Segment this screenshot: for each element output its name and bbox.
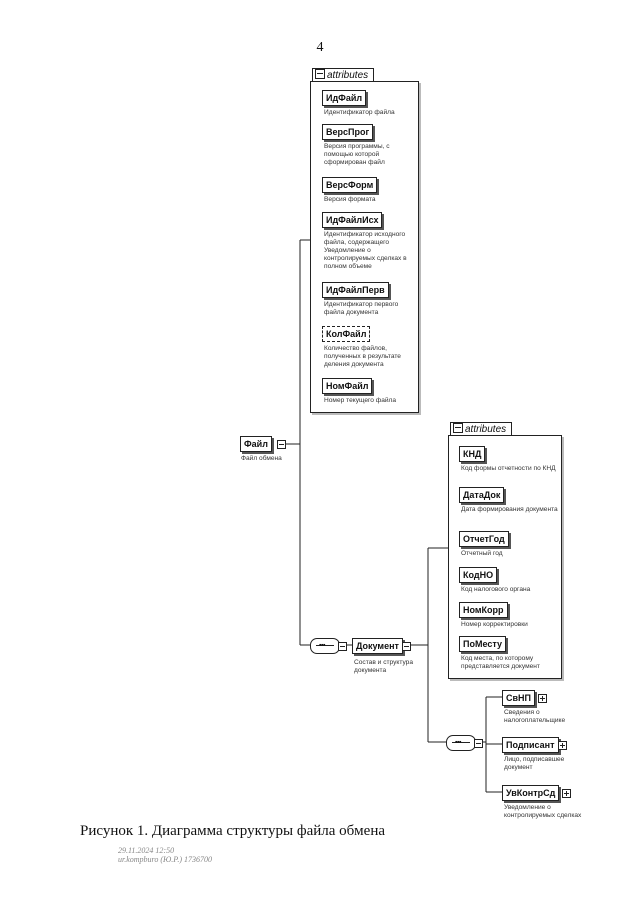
file-attribute-node[interactable]: КолФайл: [322, 326, 371, 342]
collapse-icon[interactable]: [474, 739, 483, 748]
document-attribute-node[interactable]: ДатаДок: [459, 487, 505, 503]
expand-icon[interactable]: [562, 789, 571, 798]
sequence-dots-icon: ▪▪▪: [455, 739, 461, 746]
file-attribute-description: Идентификатор файла: [324, 109, 395, 116]
root-label: Файл: [244, 439, 268, 449]
root-description: Файл обмена: [241, 455, 282, 462]
collapse-icon[interactable]: [402, 642, 411, 651]
collapse-icon[interactable]: [277, 440, 286, 449]
file-attribute-description: Версия формата: [324, 196, 376, 203]
document-attribute-label: ПоМесту: [463, 639, 502, 649]
figure-caption: Рисунок 1. Диаграмма структуры файла обм…: [80, 823, 386, 839]
attributes-label: attributes: [327, 70, 369, 81]
file-attribute-label: ВерсФорм: [326, 180, 374, 190]
file-attribute-label: ИдФайл: [326, 93, 363, 103]
file-attribute-description: Количество файлов, полученных в результа…: [324, 345, 401, 368]
child-element-node[interactable]: СвНП: [502, 690, 536, 706]
child-element-description: Сведения о налогоплательщике: [504, 709, 566, 724]
sequence-icon: ▪▪▪: [446, 735, 476, 751]
child-element-label: СвНП: [506, 693, 532, 703]
file-attributes-tab: attributes: [312, 68, 375, 81]
file-attribute-node[interactable]: ВерсПрог: [322, 124, 374, 140]
child-element-label: Подписант: [506, 740, 555, 750]
attributes-label: attributes: [465, 424, 507, 435]
file-attribute-description: Идентификатор первого файла документа: [324, 301, 399, 316]
child-element-node[interactable]: Подписант: [502, 737, 559, 753]
child-element-description: Лицо, подписавшее документ: [504, 756, 565, 771]
child-element-description: Уведомление о контролируемых сделках: [504, 804, 582, 819]
document-attribute-node[interactable]: НомКорр: [459, 602, 508, 618]
root-node[interactable]: Файл: [240, 436, 272, 452]
file-attribute-label: НомФайл: [326, 381, 369, 391]
document-attribute-label: НомКорр: [463, 605, 504, 615]
file-attribute-label: КолФайл: [326, 329, 367, 339]
file-attribute-description: Идентификатор исходного файла, содержаще…: [324, 231, 407, 270]
collapse-icon[interactable]: [453, 423, 463, 433]
document-description: Состав и структура документа: [354, 659, 414, 674]
stamp-line: ur.kompburo (Ю.Р.) 1736700: [118, 855, 213, 864]
file-attribute-node[interactable]: НомФайл: [322, 378, 373, 394]
document-attribute-description: Код формы отчетности по КНД: [461, 465, 556, 472]
file-attribute-description: Версия программы, с помощью которой сфор…: [324, 143, 390, 166]
document-attribute-node[interactable]: КодНО: [459, 567, 498, 583]
document-attribute-label: КодНО: [463, 570, 494, 580]
file-attribute-node[interactable]: ВерсФорм: [322, 177, 378, 193]
page-number: 4: [316, 40, 324, 55]
document-attribute-description: Отчетный год: [461, 550, 503, 557]
document-label: Документ: [356, 641, 399, 651]
collapse-icon[interactable]: [338, 642, 347, 651]
expand-icon[interactable]: [538, 694, 547, 703]
collapse-icon[interactable]: [315, 69, 325, 79]
file-attribute-label: ИдФайлПерв: [326, 285, 385, 295]
expand-icon[interactable]: [558, 741, 567, 750]
document-attribute-label: ДатаДок: [463, 490, 501, 500]
document-attributes-tab: attributes: [450, 422, 513, 435]
signature-stamp: 29.11.2024 12:50 ur.kompburo (Ю.Р.) 1736…: [118, 846, 212, 864]
document-attribute-description: Дата формирования документа: [461, 506, 558, 513]
document-attribute-description: Код места, по которому представляется до…: [461, 655, 540, 670]
document-attribute-description: Код налогового органа: [461, 586, 531, 593]
document-node[interactable]: Документ: [352, 638, 403, 654]
stamp-line: 29.11.2024 12:50: [118, 846, 175, 855]
document-attribute-node[interactable]: КНД: [459, 446, 486, 462]
child-element-label: УвКонтрСд: [506, 788, 556, 798]
child-element-node[interactable]: УвКонтрСд: [502, 785, 560, 801]
document-attribute-node[interactable]: ПоМесту: [459, 636, 506, 652]
file-attribute-label: ВерсПрог: [326, 127, 370, 137]
document-attribute-description: Номер корректировки: [461, 621, 528, 628]
file-attribute-node[interactable]: ИдФайлИсх: [322, 212, 383, 228]
document-attribute-node[interactable]: ОтчетГод: [459, 531, 509, 547]
file-attribute-node[interactable]: ИдФайл: [322, 90, 367, 106]
file-attribute-label: ИдФайлИсх: [326, 215, 379, 225]
document-attribute-label: ОтчетГод: [463, 534, 505, 544]
document-attribute-label: КНД: [463, 449, 482, 459]
file-attribute-description: Номер текущего файла: [324, 397, 397, 404]
file-attribute-node[interactable]: ИдФайлПерв: [322, 282, 389, 298]
sequence-dots-icon: ▪▪▪: [319, 642, 325, 649]
sequence-icon: ▪▪▪: [310, 638, 340, 654]
